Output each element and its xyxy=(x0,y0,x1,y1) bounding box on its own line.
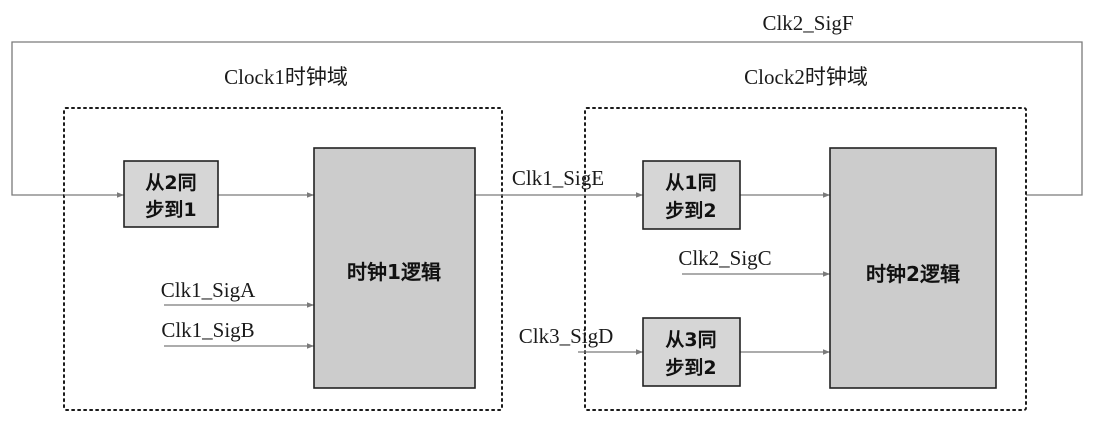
sync-1-to-2-label-line2: 步到2 xyxy=(665,200,716,222)
sync-1-to-2-label-line1: 从1同 xyxy=(665,172,716,194)
clock1-logic-block xyxy=(313,147,476,389)
sync-2-to-1-label-line1: 从2同 xyxy=(145,172,196,194)
clock2-domain-box xyxy=(584,107,1027,411)
label-clk2-sigc: Clk2_SigC xyxy=(678,246,771,270)
sync-2-to-1-block xyxy=(123,160,219,228)
label-clk3-sigd: Clk3_SigD xyxy=(519,324,614,348)
label-clk1-sigb: Clk1_SigB xyxy=(161,318,254,342)
label-clk1-sige: Clk1_SigE xyxy=(512,166,604,190)
sync-1-to-2-block xyxy=(642,160,741,230)
label-clk1-siga: Clk1_SigA xyxy=(161,278,256,302)
sync-3-to-2-block xyxy=(642,317,741,387)
sync-3-to-2-label-line1: 从3同 xyxy=(665,329,716,351)
wire-clk2-sigf-feedback xyxy=(11,41,1083,196)
clock1-domain-label: Clock1时钟域 xyxy=(224,65,348,89)
sync-2-to-1-label-line2: 步到1 xyxy=(145,199,196,221)
clock1-logic-label: 时钟1逻辑 xyxy=(347,260,441,284)
clock1-domain-box xyxy=(63,107,503,411)
clock2-domain-label: Clock2时钟域 xyxy=(744,65,868,89)
label-clk2-sigf: Clk2_SigF xyxy=(762,11,853,35)
clock2-logic-label: 时钟2逻辑 xyxy=(866,262,960,286)
sync-3-to-2-label-line2: 步到2 xyxy=(665,357,716,379)
clock2-logic-block xyxy=(829,147,997,389)
